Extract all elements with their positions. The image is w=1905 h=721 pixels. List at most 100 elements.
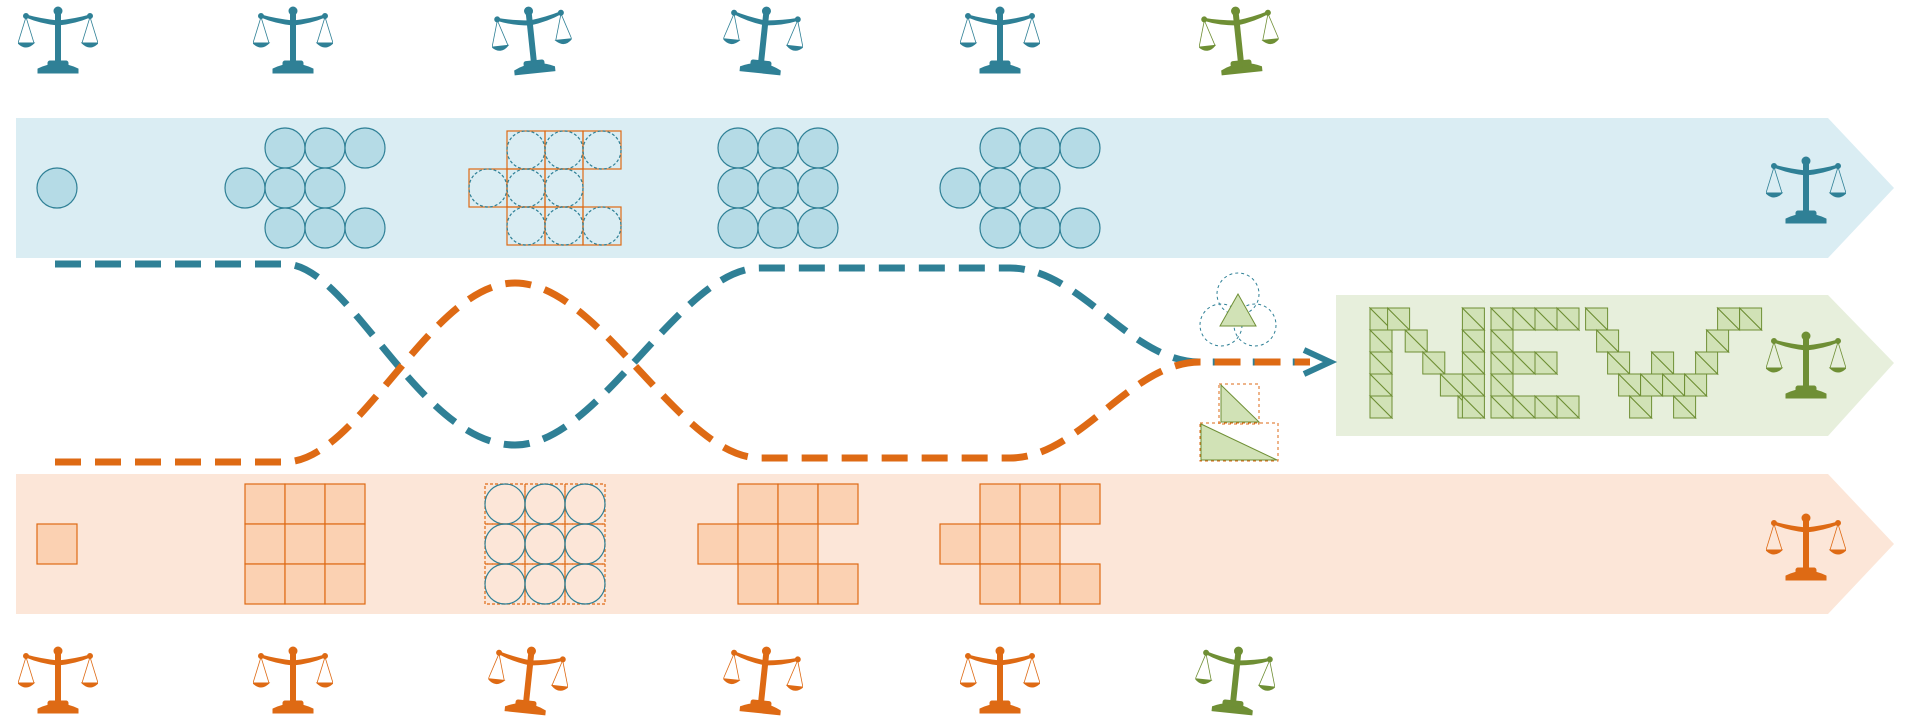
new-letter-triangle: [1368, 395, 1393, 420]
new-letter-triangle: [1461, 351, 1485, 376]
pattern-circle: [797, 207, 839, 249]
pattern-circle: [1019, 207, 1061, 249]
balance-scale-icon: [488, 2, 576, 78]
bottom-scales-row: [18, 642, 1279, 718]
new-letter-triangle: [1461, 329, 1485, 354]
pattern-square: [777, 483, 819, 525]
pattern-circle: [304, 207, 346, 249]
scale-graphic: [488, 2, 576, 78]
pattern-circles-in-grid-squares: [484, 483, 606, 605]
pattern-circle: [264, 127, 306, 169]
new-letter-triangle: [1489, 373, 1514, 398]
pattern-circle: [264, 167, 306, 209]
balance-scale-icon: [719, 642, 807, 718]
new-letter-triangle: [1386, 307, 1411, 332]
new-letter-triangle: [1489, 329, 1514, 354]
balance-scale-icon: [18, 646, 98, 714]
pattern-square: [1019, 483, 1061, 525]
pattern-circle: [224, 167, 266, 209]
pattern-circle: [757, 207, 799, 249]
pattern-square: [284, 563, 326, 605]
new-letter-triangle: [1584, 307, 1609, 332]
new-letter-triangle: [1595, 329, 1620, 354]
pattern-circle: [344, 127, 386, 169]
scale-graphic: [960, 6, 1040, 74]
bottom-band-patterns: [36, 483, 1101, 605]
new-letter-triangle: [1555, 307, 1580, 332]
pattern-circle: [979, 167, 1021, 209]
pattern-circle: [544, 168, 584, 208]
pattern-square: [244, 523, 286, 565]
balance-scale-icon: [18, 6, 98, 74]
orange-dashed-path: [55, 279, 1310, 466]
pattern-circle: [582, 130, 622, 170]
new-letter-triangle: [1650, 351, 1675, 376]
square-triangle-merge-icon: [1199, 383, 1279, 462]
blue-dashed-path: [55, 260, 1310, 449]
pattern-square: [817, 563, 859, 605]
scale-graphic: [18, 6, 98, 74]
scale-graphic: [253, 646, 333, 714]
pattern-square: [817, 483, 859, 525]
pattern-circle: [344, 207, 386, 249]
pattern-circle: [797, 167, 839, 209]
balance-scale-icon: [484, 642, 572, 718]
circle-triangle-merge-icon: [1199, 272, 1277, 347]
scale-graphic: [719, 2, 807, 78]
balance-scale-icon: [1195, 2, 1283, 78]
new-letter-triangle: [1368, 329, 1393, 354]
scale-graphic: [719, 642, 807, 718]
new-letter-triangle: [1403, 329, 1428, 354]
new-letter-triangle: [1461, 395, 1485, 420]
pattern-circle: [757, 167, 799, 209]
scale-graphic: [960, 646, 1040, 714]
pattern-circle: [1059, 127, 1101, 169]
new-letter-triangle: [1555, 395, 1580, 420]
pattern-square: [36, 523, 78, 565]
pattern-circle: [264, 207, 306, 249]
balance-scale-icon: [960, 646, 1040, 714]
new-letter-triangle: [1461, 373, 1485, 398]
pattern-circle: [582, 206, 622, 246]
pattern-circle: [717, 207, 759, 249]
pattern-circle: [717, 167, 759, 209]
pattern-grid-squares: [244, 483, 366, 605]
new-letter-triangle: [1606, 351, 1631, 376]
pattern-circle: [304, 127, 346, 169]
pattern-square: [324, 523, 366, 565]
pattern-offset-circles: [224, 127, 386, 249]
pattern-square: [284, 483, 326, 525]
balance-scale-icon: [253, 646, 333, 714]
pattern-circle: [1019, 167, 1061, 209]
pattern-square: [1059, 483, 1101, 525]
pattern-circle: [36, 167, 78, 209]
balance-scale-icon: [253, 6, 333, 74]
top-scales-row: [18, 2, 1283, 78]
scale-graphic: [1195, 2, 1283, 78]
pattern-grid-circles: [717, 127, 839, 249]
pattern-circle: [979, 207, 1021, 249]
pattern-square: [777, 563, 819, 605]
crossing-paths: [55, 260, 1338, 466]
pattern-circles-in-offset-squares: [468, 130, 622, 246]
arrow-head-icon: [1302, 347, 1338, 377]
pattern-offset-circles: [939, 127, 1101, 249]
pattern-single-square: [36, 523, 78, 565]
pattern-circle: [797, 127, 839, 169]
pattern-circle: [564, 563, 606, 605]
new-letter-triangle: [1368, 351, 1393, 376]
pattern-square: [737, 523, 779, 565]
scale-graphic: [1191, 642, 1279, 718]
new-letter-triangle: [1368, 373, 1393, 398]
new-letter-triangle: [1533, 351, 1558, 376]
new-letter-triangle: [1461, 307, 1485, 332]
pattern-circle: [1019, 127, 1061, 169]
pattern-square: [244, 483, 286, 525]
balance-scale-icon: [719, 2, 807, 78]
pattern-square: [777, 523, 819, 565]
scale-graphic: [484, 642, 572, 718]
pattern-circle: [717, 127, 759, 169]
new-triangle-lettering: [1368, 306, 1763, 420]
pattern-circle: [1059, 207, 1101, 249]
